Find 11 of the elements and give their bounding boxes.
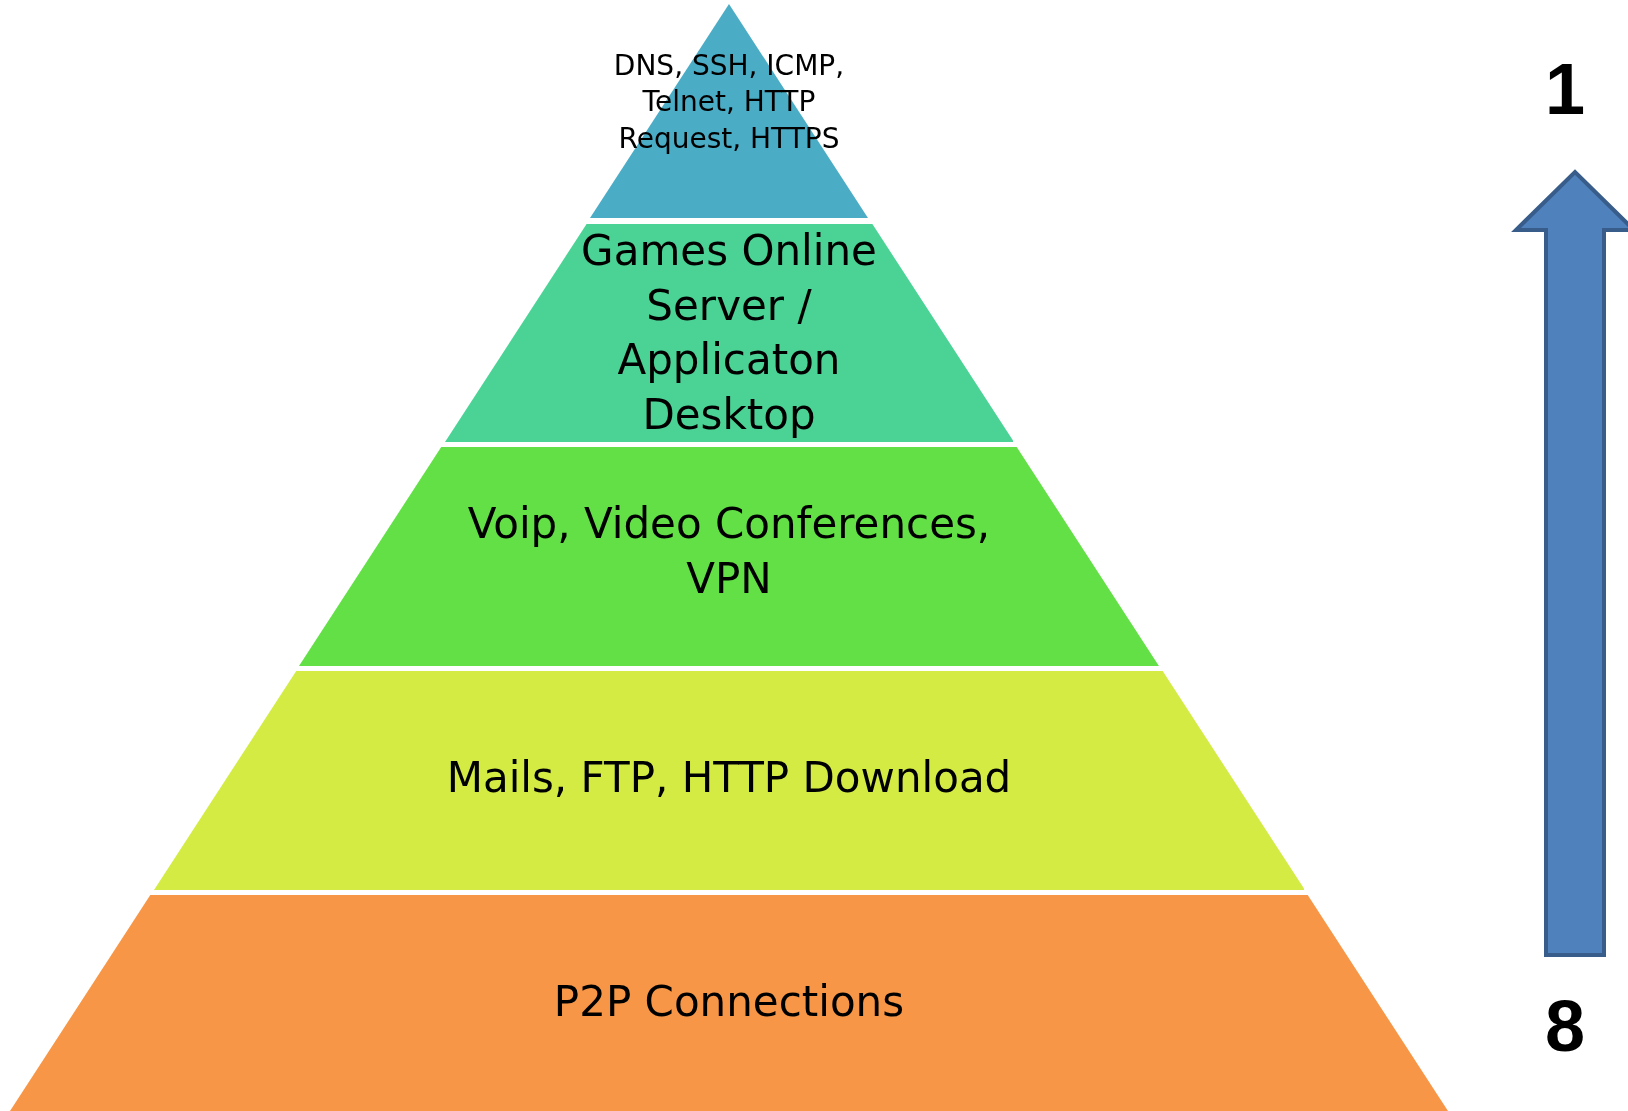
rank-number: 8 (1545, 985, 1586, 1067)
tier-label: Voip, Video Conferences, VPN (466, 498, 992, 605)
tier-label: P2P Connections (552, 976, 906, 1028)
rank-number: 1 (1545, 48, 1586, 130)
pyramid-tier (444, 224, 1014, 442)
pyramid-tier (153, 671, 1305, 890)
tier-label: Games Online Server / Applicaton Desktop (580, 225, 878, 441)
pyramid-tier (590, 4, 868, 218)
tier-label: Mails, FTP, HTTP Download (445, 752, 1013, 804)
pyramid-tier (299, 447, 1159, 666)
pyramid-tier (10, 895, 1448, 1111)
